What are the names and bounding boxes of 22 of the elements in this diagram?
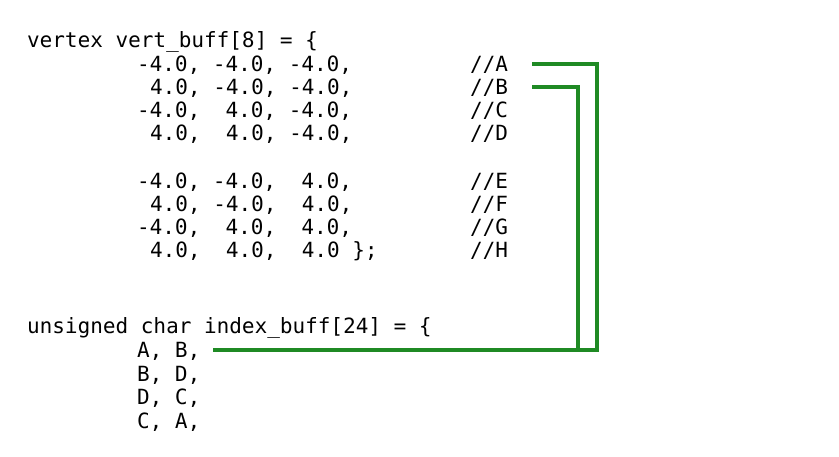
code-line: B, D, — [137, 362, 200, 386]
code-text: A, B, — [137, 338, 213, 362]
code-line: 4.0, -4.0, 4.0, — [150, 192, 352, 216]
code-line: vertex vert_buff[8] = { — [27, 28, 318, 52]
code-line: //E — [470, 169, 508, 193]
code-line: -4.0, -4.0, 4.0, — [137, 169, 352, 193]
code-line: unsigned char index_buff[24] = { — [27, 314, 432, 338]
code-line: //F — [470, 192, 508, 216]
code-line: //G — [470, 215, 508, 239]
code-text: //A — [470, 52, 532, 76]
code-text: //B — [470, 75, 532, 99]
code-line: -4.0, 4.0, 4.0, — [137, 215, 352, 239]
code-line: 4.0, 4.0, -4.0, — [150, 121, 352, 145]
code-line: //C — [470, 98, 508, 122]
code-line: -4.0, 4.0, -4.0, — [137, 98, 352, 122]
code-line: C, A, — [137, 409, 200, 433]
code-line: D, C, — [137, 385, 200, 409]
code-line: //H — [470, 238, 508, 262]
code-line: 4.0, -4.0, -4.0, — [150, 75, 352, 99]
code-line: 4.0, 4.0, 4.0 }; — [150, 238, 378, 262]
code-line: -4.0, -4.0, -4.0, — [137, 52, 352, 76]
code-line: //D — [470, 121, 508, 145]
